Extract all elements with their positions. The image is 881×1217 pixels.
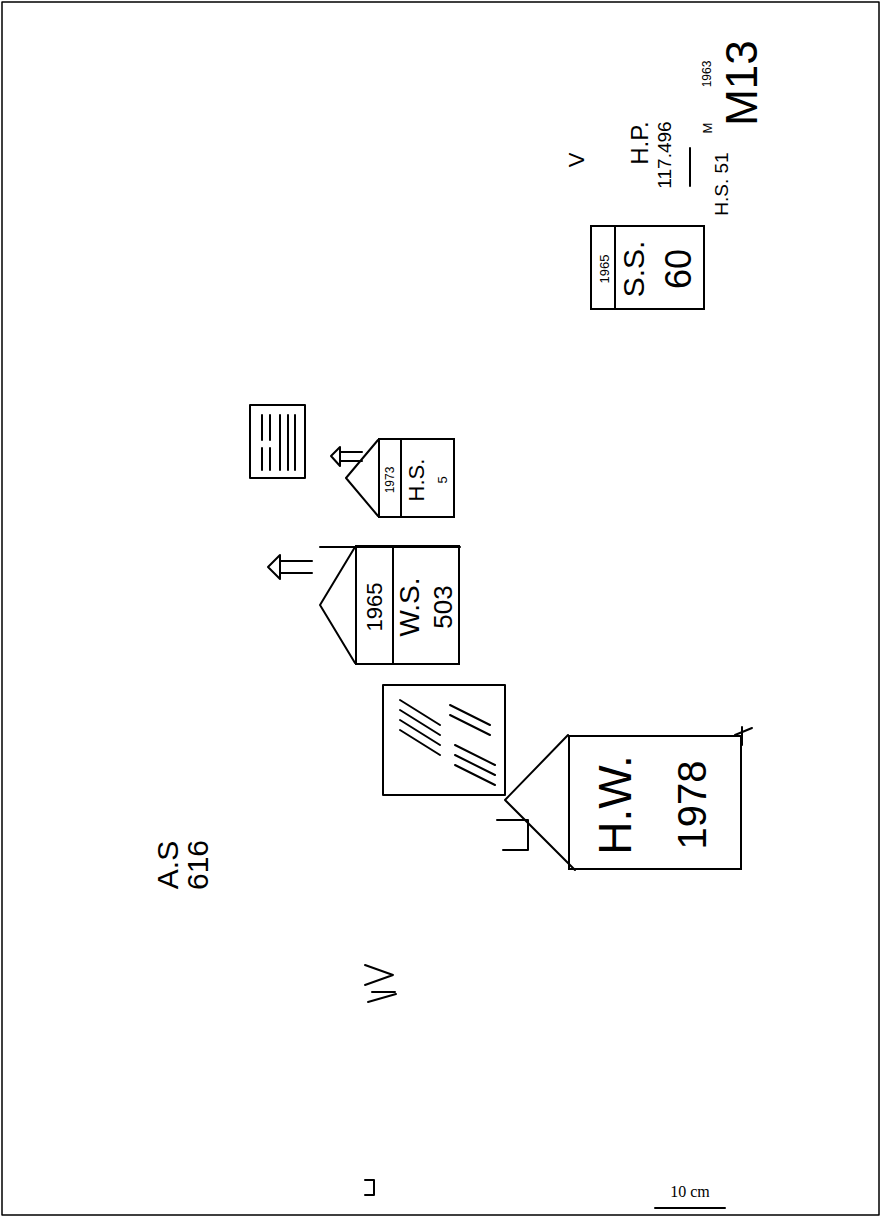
inscription-text: 5 — [436, 476, 449, 483]
inscription-label: A.S 616 — [153, 829, 213, 901]
chimney-arrow — [331, 447, 362, 466]
inscription-label: V — [566, 153, 588, 168]
chimney-arrow — [268, 555, 312, 579]
fraction-bar — [689, 148, 691, 186]
inscription-label: H.P. — [628, 121, 652, 165]
inscription-text: S.S. — [619, 241, 649, 298]
inscription-text: 60 — [661, 249, 697, 289]
tally-box — [383, 685, 505, 795]
inscription-box: 1965 W.S.503 — [355, 545, 460, 665]
scratch-marks — [365, 965, 396, 1002]
divider-line — [400, 440, 402, 516]
inscription-label: M — [701, 123, 714, 134]
inscription-text: W.S. — [396, 577, 424, 636]
inscription-text: 1978 — [672, 761, 712, 850]
inscription-text: 1965 — [598, 255, 611, 284]
divider-line — [392, 547, 394, 663]
inscription-label: 1963 — [701, 61, 713, 88]
scale-bar — [655, 1207, 725, 1209]
divider-line — [614, 227, 616, 308]
inscription-text: 1973 — [384, 467, 396, 494]
inscription-text: H.W. — [592, 755, 638, 855]
inscription-text: 503 — [430, 585, 456, 628]
inscription-label: 117.496 — [655, 121, 674, 188]
inscription-box: H.W. 1978 — [568, 735, 742, 870]
inscription-label: M13 — [720, 40, 764, 126]
scale-label: 10 cm — [670, 1184, 710, 1200]
inscription-box: 1973 H.S. 5 — [378, 438, 455, 518]
tally-box — [250, 405, 305, 478]
inscription-text: H.S. — [406, 459, 428, 502]
inscription-text: 1965 — [364, 583, 386, 632]
chimney — [497, 820, 528, 850]
inscription-label: H.S. 51 — [712, 152, 731, 215]
scratch-marks — [365, 1180, 374, 1195]
tick-mark — [735, 728, 752, 735]
roof — [320, 547, 355, 663]
inscription-box: 1965 S.S. 60 — [590, 225, 705, 310]
